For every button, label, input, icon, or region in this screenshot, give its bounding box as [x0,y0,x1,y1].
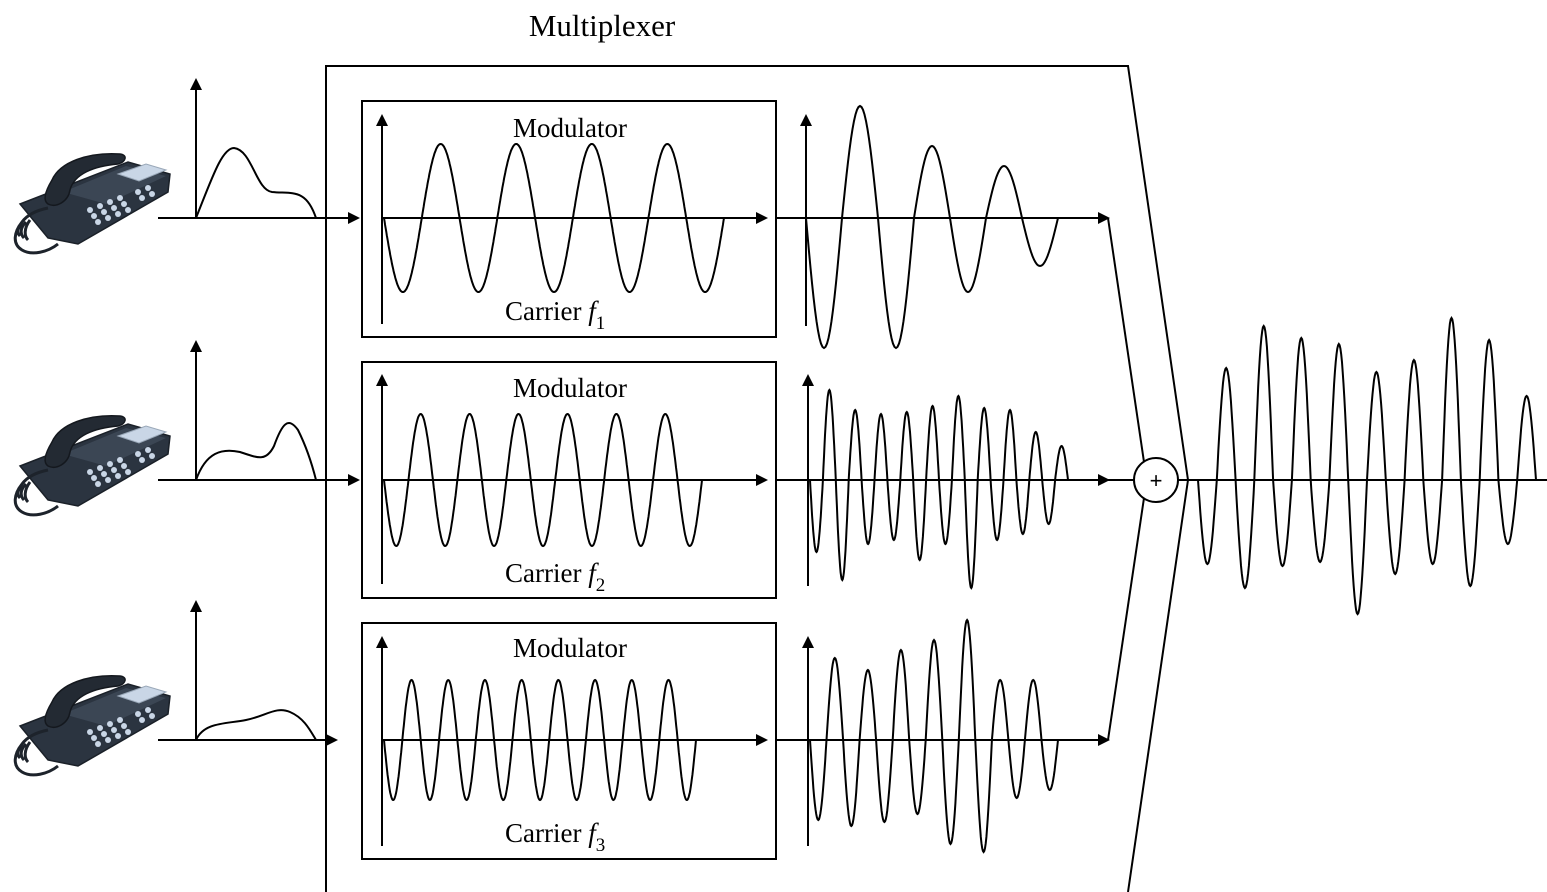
modulated-wave [805,104,1059,350]
voice-signal [195,422,317,481]
carrier-label: Carrier f1 [505,296,605,334]
carrier-prefix: Carrier [505,558,581,588]
carrier-symbol: f [588,818,599,848]
carrier-symbol: f [588,558,599,588]
modulator-label: Modulator [513,373,627,403]
channel-2: Modulator Carrier f2 [158,340,1110,599]
carrier-label: Carrier f3 [505,818,605,856]
desk-telephone-icon [13,674,172,777]
combine-line-1 [1107,217,1145,463]
modulated-wave [809,388,1069,590]
carrier-prefix: Carrier [505,296,581,326]
carrier-label: Carrier f2 [505,558,605,596]
modulated-wave [809,618,1059,854]
carrier-index: 1 [596,313,606,334]
channel-1: Modulator Carrier f1 [158,78,1110,350]
desk-telephone-icon [13,152,172,255]
multiplexer-title: Multiplexer [529,8,676,43]
combine-line-3 [1107,497,1145,741]
modulator-label: Modulator [513,633,627,663]
multiplexed-output-wave [1197,315,1537,616]
carrier-wave [383,412,703,548]
carrier-wave [383,142,725,294]
voice-signal [195,146,317,219]
modulator-label: Modulator [513,113,627,143]
voice-signal [195,709,317,741]
desk-telephone-icon [13,414,172,517]
summing-symbol: + [1150,468,1163,493]
multiplexer-outline [325,65,1190,892]
carrier-wave [383,678,697,802]
carrier-prefix: Carrier [505,818,581,848]
carrier-index: 2 [596,575,606,596]
carrier-index: 3 [596,835,606,856]
carrier-symbol: f [588,296,599,326]
channel-3: Modulator Carrier f3 [158,600,1110,860]
